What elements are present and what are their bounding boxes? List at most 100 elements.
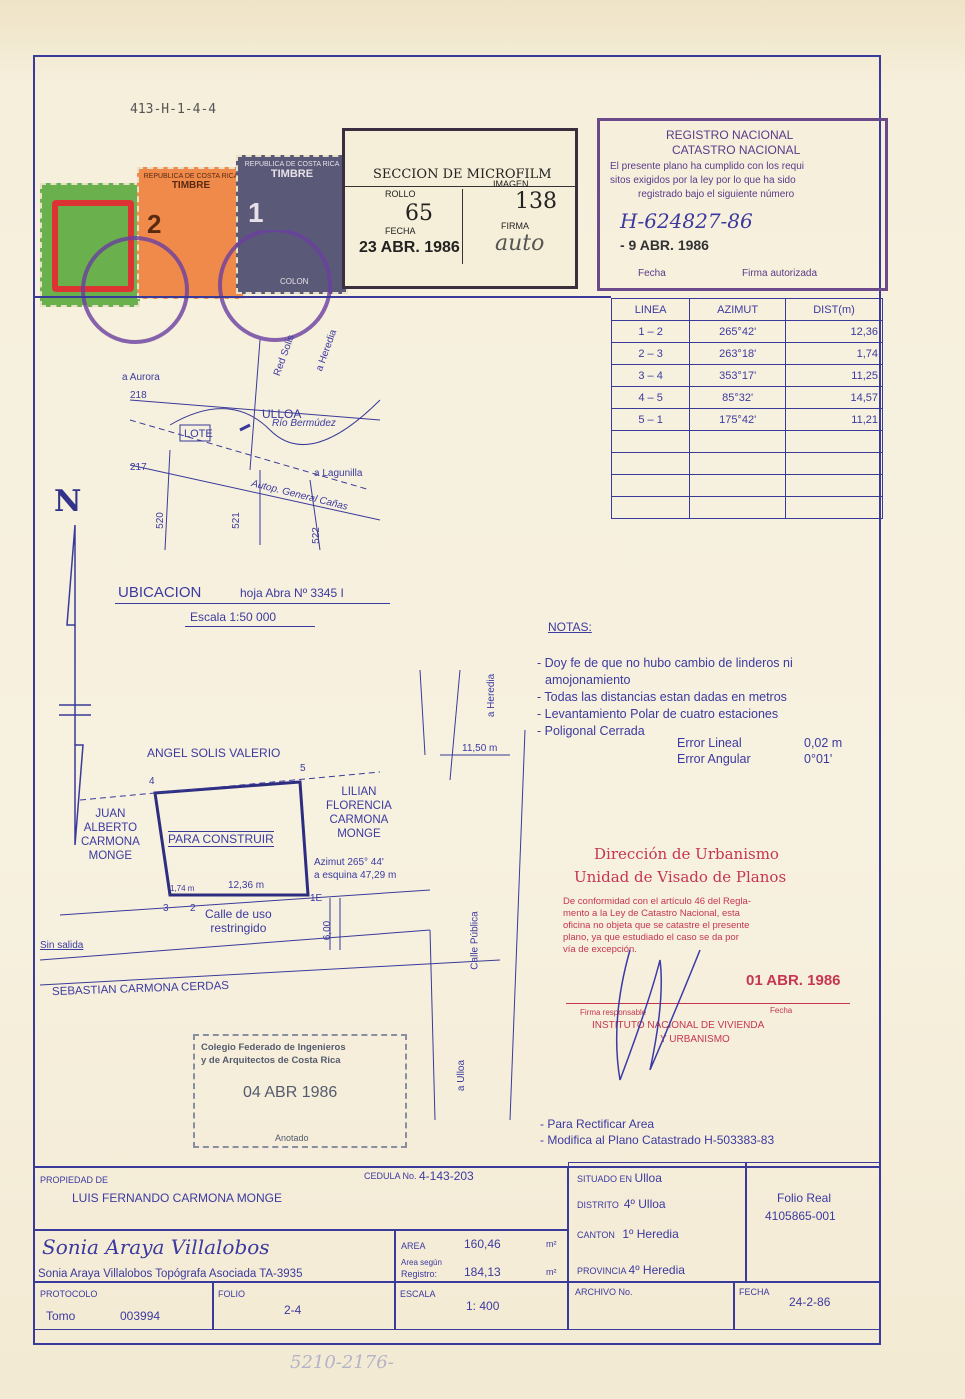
registro-date: - 9 ABR. 1986: [620, 237, 709, 253]
registro-text-1: El presente plano ha cumplido con los re…: [610, 161, 805, 172]
width-label: 6,00: [322, 920, 334, 941]
point-3: 3: [163, 903, 169, 914]
registro-fecha-label: Fecha: [638, 268, 666, 279]
folio-real-value: 4105865-001: [765, 1209, 836, 1223]
topografa-cell: Sonia Araya Villalobos Sonia Araya Villa…: [33, 1230, 395, 1282]
registro-area-value: 184,13: [464, 1265, 501, 1279]
gray-stamp-label: TIMBRE: [270, 168, 314, 180]
fecha-value: 23 ABR. 1986: [359, 239, 460, 256]
table-row: [610, 452, 883, 475]
point-1: 1E: [310, 893, 323, 904]
error-lineal-label: Error Lineal: [677, 736, 742, 750]
orange-stamp-value: 2: [147, 209, 162, 239]
protocolo-cell: PROTOCOLO Tomo 003994: [33, 1282, 213, 1330]
map-218: 218: [130, 390, 147, 401]
microfilm-stamp: SECCION DE MICROFILM ROLLO 65 IMAGEN 138…: [342, 128, 578, 289]
north-owner: ANGEL SOLIS VALERIO: [147, 746, 281, 760]
propiedad-value: LUIS FERNANDO CARMONA MONGE: [72, 1191, 283, 1205]
urbanismo-title-1: Dirección de Urbanismo: [594, 845, 779, 863]
nota-line: amojonamiento: [545, 673, 631, 687]
nota-line: - Levantamiento Polar de cuatro estacion…: [537, 707, 779, 721]
area-cell: AREA 160,46 m² Area según Registro: 184,…: [395, 1230, 568, 1282]
folio-real-cell: Folio Real 4105865-001: [746, 1162, 881, 1282]
cancellation-stamps: [81, 230, 332, 344]
urbanismo-text: De conformidad con el artículo 46 del Re…: [563, 896, 751, 955]
rollo-label: ROLLO: [385, 189, 416, 199]
gray-stamp-value: 1: [248, 197, 264, 228]
cedula-value: 4-143-203: [419, 1169, 474, 1183]
table-row: [610, 496, 883, 519]
sin-salida: Sin salida: [40, 940, 84, 951]
table-row: [610, 430, 883, 453]
registro-title-1: REGISTRO NACIONAL: [666, 128, 794, 142]
nota-line: - Todas las distancias estan dadas en me…: [537, 690, 787, 704]
north-label: N: [54, 484, 82, 519]
situado-cell: SITUADO EN Ulloa DISTRITO 4º Ulloa CANTO…: [568, 1162, 746, 1282]
point-2: 2: [190, 903, 196, 914]
registro-number: H-624827-86: [620, 209, 753, 233]
colegio-stamp: Colegio Federado de Ingenieros y de Arqu…: [193, 1034, 407, 1148]
colegio-anotado: Anotado: [275, 1133, 309, 1143]
th-linea: LINEA: [610, 298, 691, 321]
error-angular-label: Error Angular: [677, 752, 751, 766]
th-dist: DIST(m): [785, 298, 883, 321]
dist-2-3: 1,74 m: [170, 884, 195, 893]
nota-line: - Poligonal Cerrada: [537, 724, 645, 738]
imagen-value: 138: [515, 189, 557, 214]
point-4: 4: [149, 776, 155, 787]
ubicacion-label: UBICACION: [118, 584, 202, 601]
folio-cell: FOLIO 2-4: [213, 1282, 395, 1330]
ubicacion-escala: Escala 1:50 000: [190, 610, 277, 624]
escala-value: 1: 400: [466, 1299, 500, 1313]
urbanismo-date: 01 ABR. 1986: [746, 972, 841, 989]
gray-stamp-header: REPUBLICA DE COSTA RICA: [244, 161, 340, 168]
fecha-cell: FECHA 24-2-86: [734, 1282, 881, 1330]
th-azimut: AZIMUT: [689, 298, 787, 321]
gray-stamp-colon: COLON: [280, 277, 309, 286]
propiedad-cell: PROPIEDAD DE LUIS FERNANDO CARMONA MONGE…: [33, 1166, 568, 1230]
calle-publica: Calle Pública: [469, 911, 481, 970]
orange-stamp-header: REPUBLICA DE COSTA RICA: [143, 173, 239, 180]
drawing-frame: [33, 55, 881, 1345]
dist-1-2: 12,36 m: [228, 880, 265, 891]
registro-title-2: CATASTRO NACIONAL: [672, 143, 801, 157]
registro-nacional-stamp: REGISTRO NACIONAL CATASTRO NACIONAL El p…: [597, 118, 888, 291]
canton-value: 1º Heredia: [622, 1227, 679, 1241]
notas-title: NOTAS:: [548, 620, 592, 634]
map-521: 521: [230, 512, 242, 529]
provincia-value: 4º Heredia: [628, 1263, 685, 1277]
table-row: [610, 474, 883, 497]
notas-list: - Doy fe de que no hubo cambio de linder…: [537, 655, 793, 740]
topografa-text: Sonia Araya Villalobos Topógrafa Asociad…: [38, 1268, 303, 1280]
rollo-value: 65: [405, 201, 433, 226]
colegio-date: 04 ABR 1986: [243, 1084, 338, 1101]
nota-line: - Doy fe de que no hubo cambio de linder…: [537, 656, 793, 670]
area-value: 160,46: [464, 1237, 501, 1251]
archivo-cell: ARCHIVO No.: [568, 1282, 734, 1330]
urbanismo-inst-2: Y URBANISMO: [660, 1034, 730, 1045]
colegio-line-2: y de Arquitectos de Costa Rica: [201, 1055, 341, 1066]
urbanismo-signature: [615, 949, 701, 1081]
esquina-label: a esquina 47,29 m: [314, 870, 397, 881]
escala-cell: ESCALA 1: 400: [395, 1282, 568, 1330]
bottom-code: 5210-2176-: [290, 1352, 394, 1373]
tomo-value: 003994: [120, 1309, 161, 1323]
point-5: 5: [300, 763, 306, 774]
firma-label: FIRMA: [501, 221, 529, 231]
imagen-label: IMAGEN: [493, 179, 529, 189]
topografa-signature: Sonia Araya Villalobos: [42, 1235, 270, 1259]
map-217: 217: [130, 462, 147, 473]
footer-notes: - Para Rectificar Area- Modifica al Plan…: [540, 1117, 775, 1147]
registro-text-2: sitos exigidos por la ley por lo que ha …: [610, 175, 796, 186]
error-angular-value: 0°01': [804, 752, 833, 766]
azimut-label: Azimut 265° 44': [314, 857, 384, 868]
urbanismo-title-2: Unidad de Visado de Planos: [574, 868, 787, 886]
colegio-line-1: Colegio Federado de Ingenieros: [201, 1042, 346, 1053]
folio-value: 2-4: [284, 1303, 302, 1317]
